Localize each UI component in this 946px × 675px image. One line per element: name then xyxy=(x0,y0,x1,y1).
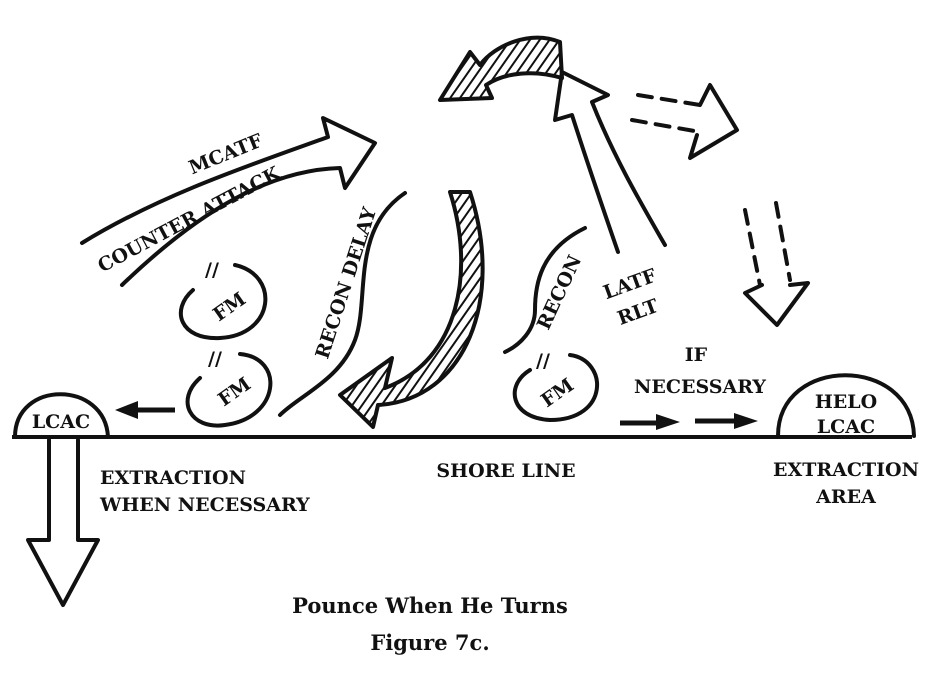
dashed-arrow-right xyxy=(636,93,702,107)
recon-delay-screen xyxy=(278,191,407,417)
arrowhead xyxy=(115,401,138,419)
dashed-arrow-right xyxy=(630,118,702,134)
fm-label: FM xyxy=(537,374,578,412)
fm-unit-upper xyxy=(178,263,268,341)
extraction-area-label: AREA xyxy=(815,486,876,508)
extraction-down-arrow xyxy=(26,438,100,607)
recon-label: RECON xyxy=(533,252,586,333)
fm-unit-lower xyxy=(185,352,273,428)
recon-delay-label: RECON DELAY xyxy=(311,204,381,361)
figure-number: Figure 7c. xyxy=(370,630,489,655)
extraction-area-label: EXTRACTION xyxy=(773,459,919,481)
helo-lcac-dome xyxy=(776,373,916,438)
dashed-arrow-head xyxy=(688,83,739,160)
latf-rlt-arrow xyxy=(553,70,667,254)
lcac-label: LCAC xyxy=(32,411,90,433)
recon-screen xyxy=(503,226,587,354)
enemy-withdraw-arrow xyxy=(438,35,564,102)
figure-title: Pounce When He Turns xyxy=(292,593,568,618)
arrowhead xyxy=(734,413,758,429)
helo-label: HELO xyxy=(815,391,877,413)
if-label: IF xyxy=(685,344,708,366)
fm-symbol: // xyxy=(208,348,222,370)
enemy-turn-arrow xyxy=(338,190,485,429)
fm-symbol: // xyxy=(205,259,219,281)
lcac-dome xyxy=(13,392,110,439)
dashed-arrow-down xyxy=(743,208,762,287)
rlt-label: RLT xyxy=(615,295,662,330)
fm-label: FM xyxy=(214,373,255,411)
necessary-label: NECESSARY xyxy=(634,376,766,398)
dashed-arrow-down xyxy=(774,201,792,282)
counter-attack-arrow xyxy=(80,116,377,287)
fm-unit-right xyxy=(512,353,600,422)
fm-label: FM xyxy=(209,288,250,326)
dashed-arrow-head xyxy=(743,281,810,327)
fm-symbol: // xyxy=(536,350,550,372)
shore-line-label: SHORE LINE xyxy=(436,460,575,482)
helo-lcac-label: LCAC xyxy=(817,416,875,438)
arrowhead xyxy=(656,414,680,430)
extraction-when-label: WHEN NECESSARY xyxy=(99,494,310,516)
extraction-when-label: EXTRACTION xyxy=(100,467,246,489)
